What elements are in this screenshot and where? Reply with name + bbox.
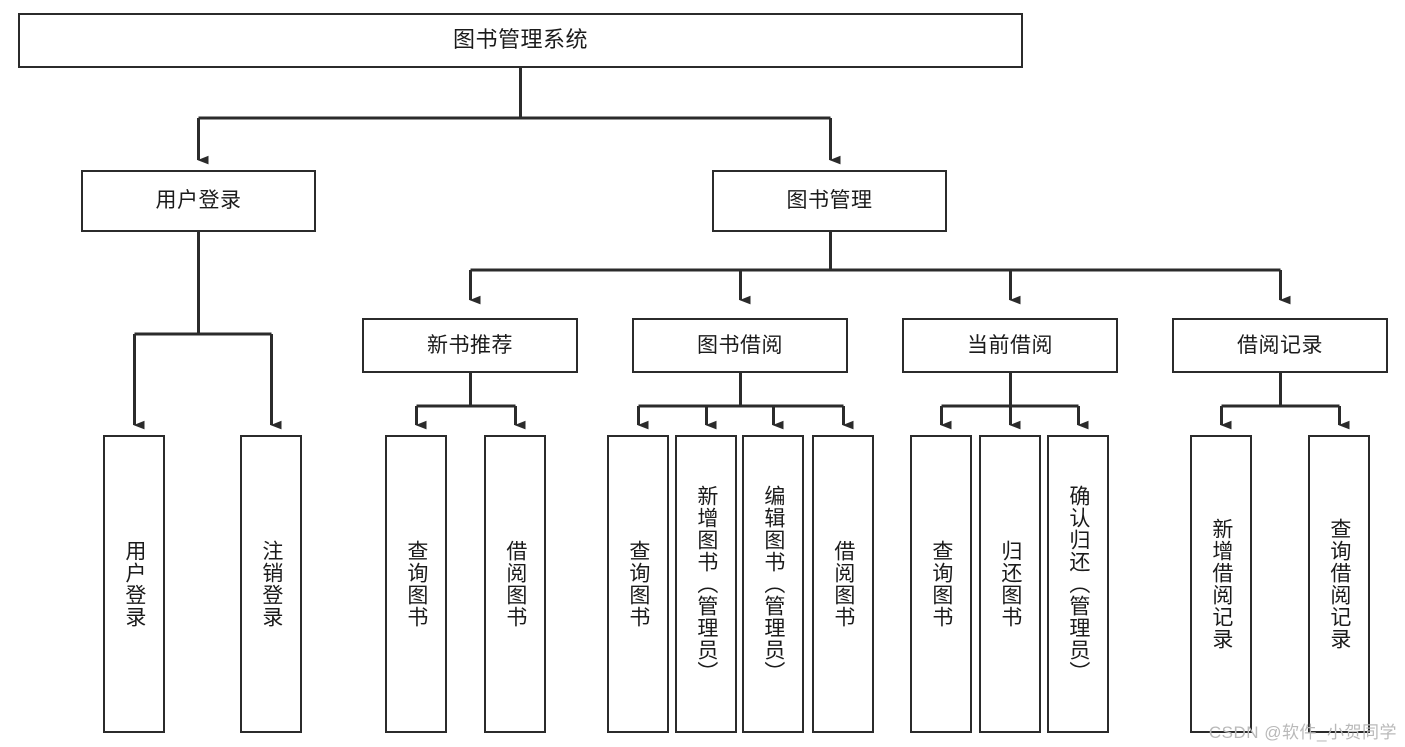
node-current-borrow[interactable]: 当前借阅 [902,318,1118,373]
leaf-record-add-record[interactable]: 新增借阅记录 [1190,435,1252,733]
node-label: 新增图书（管理员） [694,485,718,683]
node-label: 新增借阅记录 [1209,518,1233,650]
leaf-user-login[interactable]: 用户登录 [103,435,165,733]
node-label: 借阅图书 [503,540,527,628]
node-label: 借阅图书 [831,540,855,628]
node-label: 编辑图书（管理员） [761,485,785,683]
leaf-user-logout[interactable]: 注销登录 [240,435,302,733]
node-new-book-recommend[interactable]: 新书推荐 [362,318,578,373]
node-label: 当前借阅 [967,333,1053,357]
leaf-borrow-edit-book-admin[interactable]: 编辑图书（管理员） [742,435,804,733]
leaf-recommend-borrow-book[interactable]: 借阅图书 [484,435,546,733]
node-book-management[interactable]: 图书管理 [712,170,947,232]
node-book-borrow[interactable]: 图书借阅 [632,318,848,373]
node-label: 图书管理系统 [452,27,588,53]
node-label: 新书推荐 [427,333,513,357]
node-label: 注销登录 [259,540,283,628]
node-label: 用户登录 [122,540,146,628]
leaf-recommend-query-book[interactable]: 查询图书 [385,435,447,733]
node-label: 查询图书 [404,540,428,628]
node-borrow-record[interactable]: 借阅记录 [1172,318,1388,373]
leaf-borrow-borrow-book[interactable]: 借阅图书 [812,435,874,733]
node-label: 图书管理 [786,189,873,213]
node-user-login[interactable]: 用户登录 [81,170,316,232]
leaf-record-query-record[interactable]: 查询借阅记录 [1308,435,1370,733]
leaf-current-confirm-return-admin[interactable]: 确认归还（管理员） [1047,435,1109,733]
node-label: 查询图书 [626,540,650,628]
leaf-current-query-book[interactable]: 查询图书 [910,435,972,733]
node-label: 归还图书 [998,540,1022,628]
node-label: 确认归还（管理员） [1066,485,1090,683]
leaf-borrow-add-book-admin[interactable]: 新增图书（管理员） [675,435,737,733]
node-label: 用户登录 [155,189,242,213]
node-label: 查询借阅记录 [1327,518,1351,650]
node-label: 图书借阅 [697,333,783,357]
node-label: 借阅记录 [1237,333,1323,357]
watermark: CSDN @软件_小贺同学 [1208,723,1397,742]
leaf-current-return-book[interactable]: 归还图书 [979,435,1041,733]
node-label: 查询图书 [929,540,953,628]
node-root-system[interactable]: 图书管理系统 [18,13,1023,68]
leaf-borrow-query-book[interactable]: 查询图书 [607,435,669,733]
